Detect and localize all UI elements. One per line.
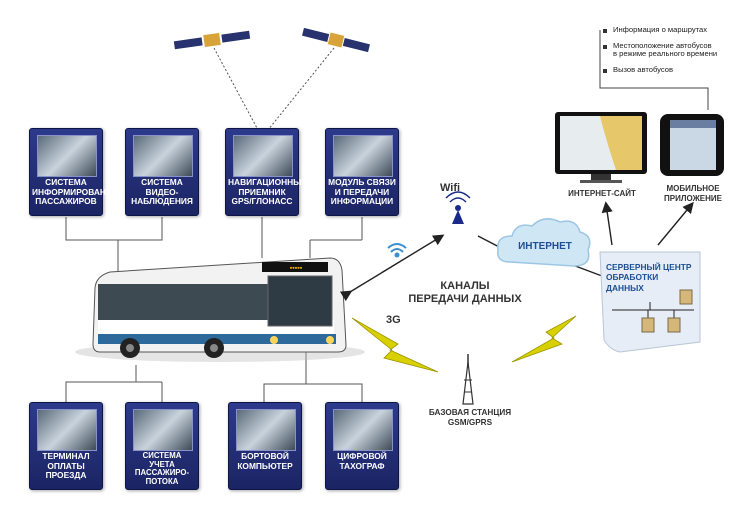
satellite-right-icon: [302, 27, 370, 53]
website-label: ИНТЕРНЕТ-САЙТ: [568, 189, 636, 198]
internet-label: ИНТЕРНЕТ: [518, 241, 572, 252]
server-icon: [641, 317, 655, 333]
website-monitor-icon: [555, 112, 647, 183]
lightning-right-icon: [511, 315, 577, 363]
card-navigation-receiver: Навигационный приемник GPS/ГЛОНАСС: [225, 128, 308, 216]
svg-text:▪▪▪▪▪: ▪▪▪▪▪: [290, 265, 303, 272]
mobile-phone-icon: [660, 114, 724, 176]
bus-icon: ▪▪▪▪▪: [75, 257, 365, 362]
camera-dome-photo: [133, 135, 193, 177]
payment-terminal-photo: [37, 409, 97, 451]
lightning-left-icon: [351, 317, 439, 373]
server-icon: [667, 317, 681, 333]
info-list: Информация о маршрутах Местоположение ав…: [603, 25, 750, 81]
wifi-label: Wifi: [440, 182, 461, 194]
card-label: Система видео- наблюдения: [131, 177, 193, 207]
info-item: Местоположение автобусов в режиме реальн…: [603, 41, 750, 59]
info-item: Вызов автобусов: [603, 65, 750, 75]
channels-label: КАНАЛЫ ПЕРЕДАЧИ ДАННЫХ: [408, 280, 522, 305]
3g-label: 3G: [386, 314, 401, 326]
card-label: Навигационный приемник GPS/ГЛОНАСС: [228, 177, 308, 207]
server-center-label: СЕРВЕРНЫЙ ЦЕНТР ОБРАБОТКИ ДАННЫХ: [606, 262, 692, 293]
server-icon: [679, 289, 693, 305]
card-label: Терминал оплаты проезда: [42, 451, 90, 481]
info-item: Информация о маршрутах: [603, 25, 750, 35]
card-video-surveillance: Система видео- наблюдения: [125, 128, 199, 216]
internet-cloud-icon: [497, 218, 591, 267]
satellite-photo: [233, 135, 293, 177]
card-payment-terminal: Терминал оплаты проезда: [29, 402, 103, 490]
speakers-photo: [37, 135, 97, 177]
tachograph-photo: [333, 409, 393, 451]
card-passenger-counter: Система учета пассажиро- потока: [125, 402, 199, 490]
wifi-tower-icon: [445, 191, 471, 224]
onboard-computer-photo: [236, 409, 296, 451]
card-onboard-computer: Бортовой компьютер: [228, 402, 302, 490]
card-label: Система учета пассажиро- потока: [134, 451, 190, 486]
card-label: Модуль связи и передачи информации: [328, 177, 396, 207]
wifi-signal-icon: [387, 243, 407, 258]
card-label: Система информирования пассажиров: [32, 177, 118, 207]
card-label: Бортовой компьютер: [237, 451, 293, 471]
card-label: Цифровой тахограф: [337, 451, 387, 471]
card-communication-module: Модуль связи и передачи информации: [325, 128, 399, 216]
satellite-left-icon: [173, 30, 251, 50]
card-tachograph: Цифровой тахограф: [325, 402, 399, 490]
mobile-app-label: МОБИЛЬНОЕ ПРИЛОЖЕНИЕ: [664, 184, 722, 203]
modem-photo: [333, 135, 393, 177]
base-station-label: БАЗОВАЯ СТАНЦИЯ GSM/GPRS: [428, 408, 512, 427]
base-station-tower-icon: [462, 354, 474, 405]
passenger-counter-photo: [133, 409, 193, 451]
card-passenger-info: Система информирования пассажиров: [29, 128, 118, 216]
